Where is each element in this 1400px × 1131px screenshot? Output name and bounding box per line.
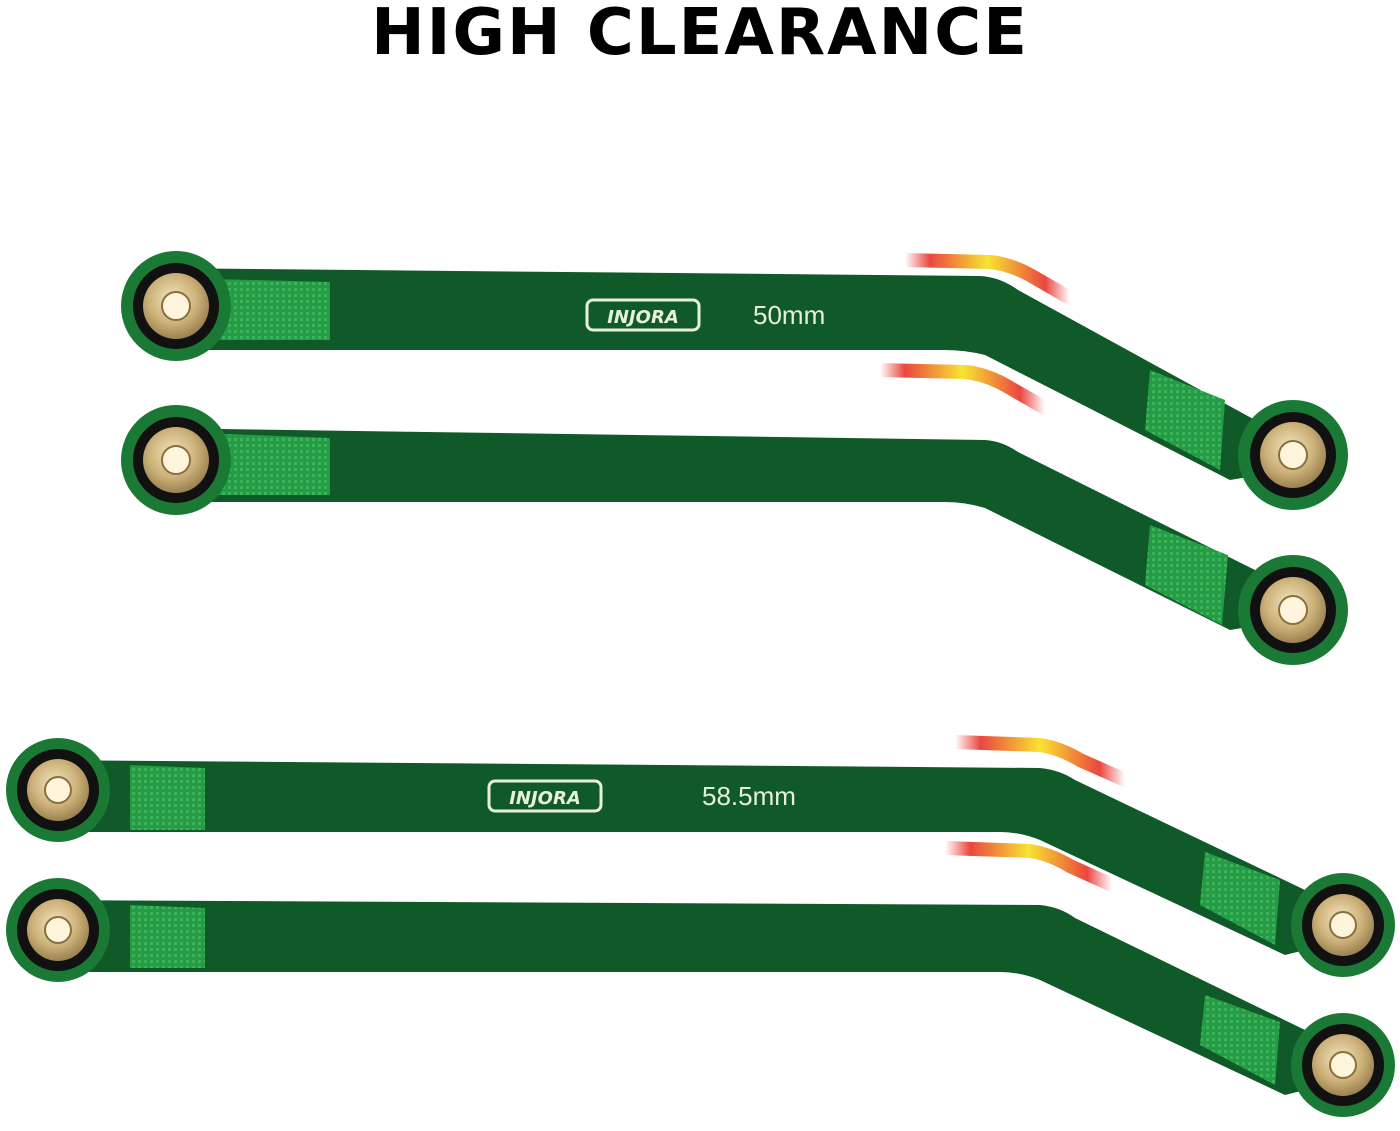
length-label-50mm: 50mm (753, 300, 825, 330)
length-label-58mm: 58.5mm (702, 781, 796, 811)
brand-logo-50mm: INJORA (585, 298, 701, 332)
clearance-highlight-58mm (938, 735, 1132, 892)
link-58mm-top (6, 738, 1395, 977)
link-58mm-bottom (6, 878, 1395, 1117)
link-50mm-bottom (121, 405, 1348, 665)
brand-logo-58mm: INJORA (487, 779, 603, 813)
clearance-highlight-50mm (873, 253, 1077, 415)
page-title: HIGH CLEARANCE (371, 0, 1029, 70)
brand-text: INJORA (607, 307, 679, 328)
brand-text: INJORA (509, 788, 581, 809)
link-50mm-top (121, 251, 1348, 510)
